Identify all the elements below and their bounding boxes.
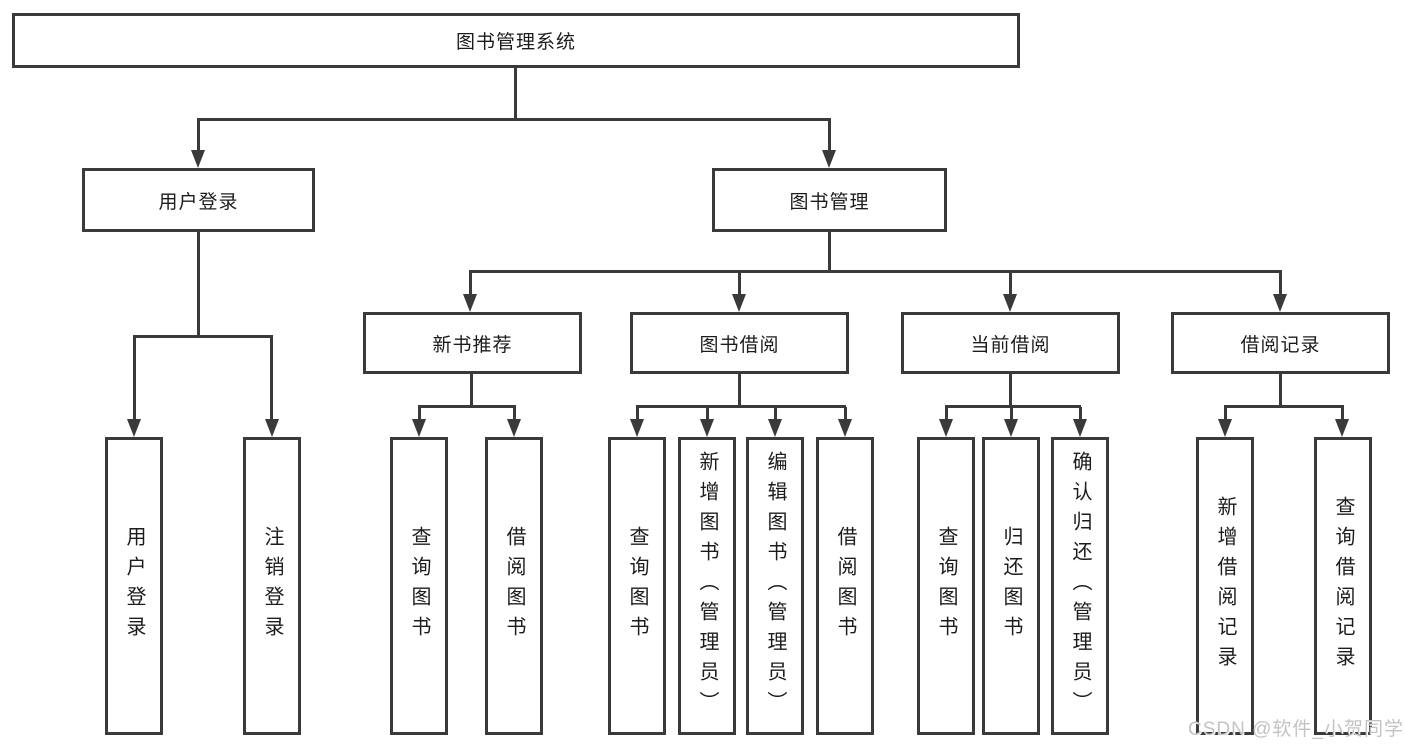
connector-root-drop-left (197, 120, 200, 151)
connector-recommend-drop-2 (513, 407, 516, 420)
leaf-user-login: 用户登录 (105, 437, 163, 735)
arrow-down-icon (1004, 419, 1018, 437)
node-user-login: 用户登录 (82, 168, 315, 232)
arrow-down-icon (1273, 294, 1287, 312)
connector-current-drop-1 (945, 407, 948, 420)
connector-borrowing-drop-3 (774, 407, 777, 420)
connector-mgmt-drop-2 (738, 272, 741, 295)
leaf-label: 编辑图书（管理员） (764, 451, 786, 721)
arrow-down-icon (265, 419, 279, 437)
node-current-borrowing: 当前借阅 (901, 312, 1120, 374)
leaf-confirm-return-admin: 确认归还（管理员） (1051, 437, 1109, 735)
connector-records-stem (1279, 374, 1282, 407)
leaf-query-borrow-record: 查询借阅记录 (1314, 437, 1372, 735)
leaf-label: 借阅图书 (503, 526, 525, 646)
connector-recommend-bar (418, 405, 516, 408)
leaf-label: 用户登录 (123, 526, 145, 646)
arrow-down-icon (1003, 294, 1017, 312)
connector-login-stem (197, 232, 200, 338)
leaf-query-books-current: 查询图书 (917, 437, 975, 735)
leaf-add-borrow-record: 新增借阅记录 (1196, 437, 1254, 735)
connector-borrowing-drop-4 (844, 407, 847, 420)
connector-mgmt-bar (469, 270, 1282, 273)
connector-current-bar (945, 405, 1081, 408)
arrow-down-icon (732, 294, 746, 312)
node-library-management-system: 图书管理系统 (12, 13, 1020, 68)
connector-mgmt-drop-4 (1279, 272, 1282, 295)
node-label: 图书管理 (789, 191, 870, 213)
connector-records-drop-1 (1224, 407, 1227, 420)
arrow-down-icon (412, 419, 426, 437)
node-label: 用户登录 (158, 191, 239, 213)
node-label: 当前借阅 (970, 334, 1051, 356)
node-book-borrowing: 图书借阅 (630, 312, 849, 374)
connector-login-drop-1 (133, 337, 136, 420)
arrow-down-icon (822, 150, 836, 168)
arrow-down-icon (191, 150, 205, 168)
connector-login-bar (133, 335, 273, 338)
connector-records-bar (1224, 405, 1344, 408)
arrow-down-icon (838, 419, 852, 437)
node-label: 借阅记录 (1240, 334, 1321, 356)
leaf-label: 归还图书 (1000, 526, 1022, 646)
connector-recommend-stem (470, 374, 473, 407)
connector-root-stem (514, 68, 517, 121)
connector-borrowing-stem (738, 374, 741, 407)
arrow-down-icon (1335, 419, 1349, 437)
leaf-label: 新增借阅记录 (1214, 496, 1236, 676)
connector-mgmt-stem (828, 232, 831, 272)
leaf-label: 查询图书 (935, 526, 957, 646)
node-new-book-recommendation: 新书推荐 (363, 312, 582, 374)
arrow-down-icon (463, 294, 477, 312)
arrow-down-icon (700, 419, 714, 437)
leaf-edit-books-admin: 编辑图书（管理员） (746, 437, 804, 735)
leaf-logout: 注销登录 (243, 437, 301, 735)
connector-records-drop-2 (1341, 407, 1344, 420)
connector-borrowing-drop-2 (706, 407, 709, 420)
connector-borrowing-drop-1 (636, 407, 639, 420)
connector-mgmt-drop-1 (469, 272, 472, 295)
leaf-return-books: 归还图书 (982, 437, 1040, 735)
leaf-label: 确认归还（管理员） (1069, 451, 1091, 721)
arrow-down-icon (939, 419, 953, 437)
connector-current-stem (1009, 374, 1012, 407)
arrow-down-icon (1073, 419, 1087, 437)
node-label: 新书推荐 (432, 334, 513, 356)
connector-current-drop-3 (1079, 407, 1082, 420)
arrow-down-icon (507, 419, 521, 437)
leaf-label: 注销登录 (261, 526, 283, 646)
leaf-label: 新增图书（管理员） (696, 451, 718, 721)
leaf-query-books-borrowing: 查询图书 (608, 437, 666, 735)
arrow-down-icon (127, 419, 141, 437)
leaf-query-books-recommend: 查询图书 (390, 437, 448, 735)
connector-current-drop-2 (1010, 407, 1013, 420)
connector-root-bar (197, 118, 831, 121)
csdn-watermark: CSDN @软件_小贺同学 (1188, 719, 1404, 740)
leaf-borrow-books-borrowing: 借阅图书 (816, 437, 874, 735)
connector-recommend-drop-1 (418, 407, 421, 420)
node-book-management: 图书管理 (712, 168, 947, 232)
connector-mgmt-drop-3 (1009, 272, 1012, 295)
leaf-add-books-admin: 新增图书（管理员） (678, 437, 736, 735)
connector-borrowing-bar (636, 405, 846, 408)
node-borrowing-records: 借阅记录 (1171, 312, 1390, 374)
leaf-label: 查询图书 (626, 526, 648, 646)
node-label: 图书借阅 (699, 334, 780, 356)
leaf-borrow-books-recommend: 借阅图书 (485, 437, 543, 735)
leaf-label: 查询图书 (408, 526, 430, 646)
leaf-label: 查询借阅记录 (1332, 496, 1354, 676)
arrow-down-icon (768, 419, 782, 437)
connector-login-drop-2 (270, 337, 273, 420)
arrow-down-icon (1218, 419, 1232, 437)
leaf-label: 借阅图书 (834, 526, 856, 646)
connector-root-drop-right (828, 120, 831, 151)
node-label: 图书管理系统 (455, 32, 576, 53)
arrow-down-icon (630, 419, 644, 437)
